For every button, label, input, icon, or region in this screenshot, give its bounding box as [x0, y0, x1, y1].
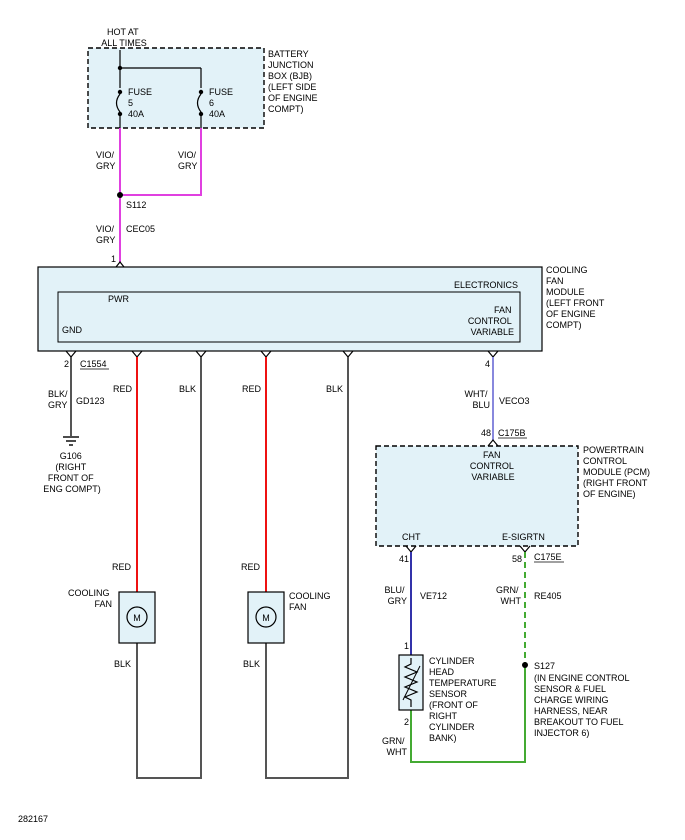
- splice-s112-dot: [117, 192, 123, 198]
- fan-1-label: COOLING FAN: [68, 588, 112, 609]
- ve712-circuit: VE712: [420, 591, 447, 601]
- esig-pin-58: 58: [512, 554, 522, 564]
- cooling-fan-module: ELECTRONICS PWR GND FAN CONTROL VARIABLE…: [37, 265, 607, 370]
- chts-pin-2: 2: [404, 717, 409, 727]
- fan-1-red-label: RED: [112, 562, 132, 572]
- fan-2-label: COOLING FAN: [289, 591, 333, 612]
- fuse-5: FUSE 5 40A: [115, 87, 155, 128]
- gnd-wire-color: BLK/ GRY: [48, 389, 70, 410]
- fan-1-motor-symbol: M: [133, 613, 141, 623]
- cec05-circuit: CEC05: [126, 224, 155, 234]
- splice-s112-label: S112: [126, 200, 146, 210]
- cooling-fan-2: M RED BLK RED BLK COOLING FAN: [241, 357, 349, 779]
- cfm-electronics-label: ELECTRONICS: [454, 280, 518, 290]
- fan-2-motor-icon: [255, 606, 277, 628]
- pcm-esigrtn-label: E-SIGRTN: [502, 532, 545, 542]
- fan-1-red-wire-top: RED: [113, 384, 133, 394]
- wire-vio-gry-feed: VIO/ GRY VIO/ GRY S112 VIO/ GRY CEC05 1: [96, 128, 202, 268]
- fuse6-wire-color: VIO/ GRY: [178, 150, 199, 171]
- battery-junction-box: HOT AT ALL TIMES FUSE 5 40A FU: [87, 27, 320, 129]
- fan-1-blk-wire-top: BLK: [179, 384, 196, 394]
- cht-pin-41: 41: [399, 554, 409, 564]
- ve712-wire-color: BLU/ GRY: [384, 585, 407, 606]
- connector-c1554: C1554: [80, 359, 107, 369]
- gnd-circuit: GD123: [76, 396, 105, 406]
- fuse5-wire-color: VIO/ GRY: [96, 150, 117, 171]
- fan-2-red-wire-top: RED: [242, 384, 262, 394]
- ground-g106: BLK/ GRY GD123 G106 (RIGHT FRONT OF ENG …: [43, 357, 105, 494]
- chts-bottom-wire-color: GRN/ WHT: [382, 736, 408, 757]
- fan-1-blk-label: BLK: [114, 659, 131, 669]
- wire-re405: GRN/ WHT RE405 S127 (IN ENGINE CONTROL S…: [382, 552, 632, 763]
- cfm-fan-control-variable: FAN CONTROL VARIABLE: [468, 305, 514, 337]
- fuse-6-label: FUSE 6 40A: [209, 87, 236, 119]
- g106-label: G106 (RIGHT FRONT OF ENG COMPT): [43, 451, 101, 494]
- veco3-circuit: VECO3: [499, 396, 530, 406]
- chts-pin-1: 1: [404, 641, 409, 651]
- connector-c175b: C175B: [498, 428, 526, 438]
- pcm-fan-control-variable: FAN CONTROL VARIABLE: [470, 450, 516, 482]
- fan-2-blk-wire-top: BLK: [326, 384, 343, 394]
- fan-2-motor-symbol: M: [262, 613, 270, 623]
- pcm-label: POWERTRAIN CONTROL MODULE (PCM) (RIGHT F…: [583, 445, 653, 499]
- splice-s127-description: (IN ENGINE CONTROL SENSOR & FUEL CHARGE …: [534, 673, 632, 738]
- splice-s127-label: S127: [534, 661, 555, 671]
- document-id: 282167: [18, 814, 48, 824]
- fan-2-blk-label: BLK: [243, 659, 260, 669]
- cooling-fan-1: M RED BLK RED BLK COOLING FAN: [68, 357, 202, 779]
- re405-circuit: RE405: [534, 591, 562, 601]
- fuse-5-label: FUSE 5 40A: [128, 87, 155, 119]
- gnd-pin-2: 2: [64, 359, 69, 369]
- splice-s127-dot: [522, 662, 528, 668]
- cfm-label: COOLING FAN MODULE (LEFT FRONT OF ENGINE…: [546, 265, 607, 330]
- connector-c175e: C175E: [534, 552, 562, 562]
- wire-veco3: WHT/ BLU VECO3 48 C175B: [464, 357, 530, 447]
- powertrain-control-module: FAN CONTROL VARIABLE CHT E-SIGRTN POWERT…: [375, 445, 653, 564]
- fan-1-motor-icon: [126, 606, 148, 628]
- cfm-gnd-label: GND: [62, 325, 83, 335]
- fuse-6: FUSE 6 40A: [196, 87, 236, 128]
- veco3-pin-48: 48: [481, 428, 491, 438]
- pcm-cht-label: CHT: [402, 532, 421, 542]
- bjb-label: BATTERY JUNCTION BOX (BJB) (LEFT SIDE OF…: [268, 49, 320, 114]
- cylinder-head-temp-sensor: CYLINDER HEAD TEMPERATURE SENSOR (FRONT …: [398, 654, 499, 743]
- re405-wire-color: GRN/ WHT: [496, 585, 522, 606]
- hot-at-all-times-label: HOT AT ALL TIMES: [101, 27, 147, 48]
- veco3-pin-4: 4: [485, 359, 490, 369]
- wire-ve712: BLU/ GRY VE712 1: [384, 552, 447, 655]
- chts-label: CYLINDER HEAD TEMPERATURE SENSOR (FRONT …: [429, 656, 499, 743]
- fan-2-red-label: RED: [241, 562, 261, 572]
- cec05-wire-color: VIO/ GRY: [96, 224, 117, 245]
- cfm-pin-1: 1: [111, 254, 116, 264]
- cfm-pwr-label: PWR: [108, 294, 129, 304]
- thermistor-icon: [403, 658, 419, 707]
- veco3-wire-color: WHT/ BLU: [464, 389, 490, 410]
